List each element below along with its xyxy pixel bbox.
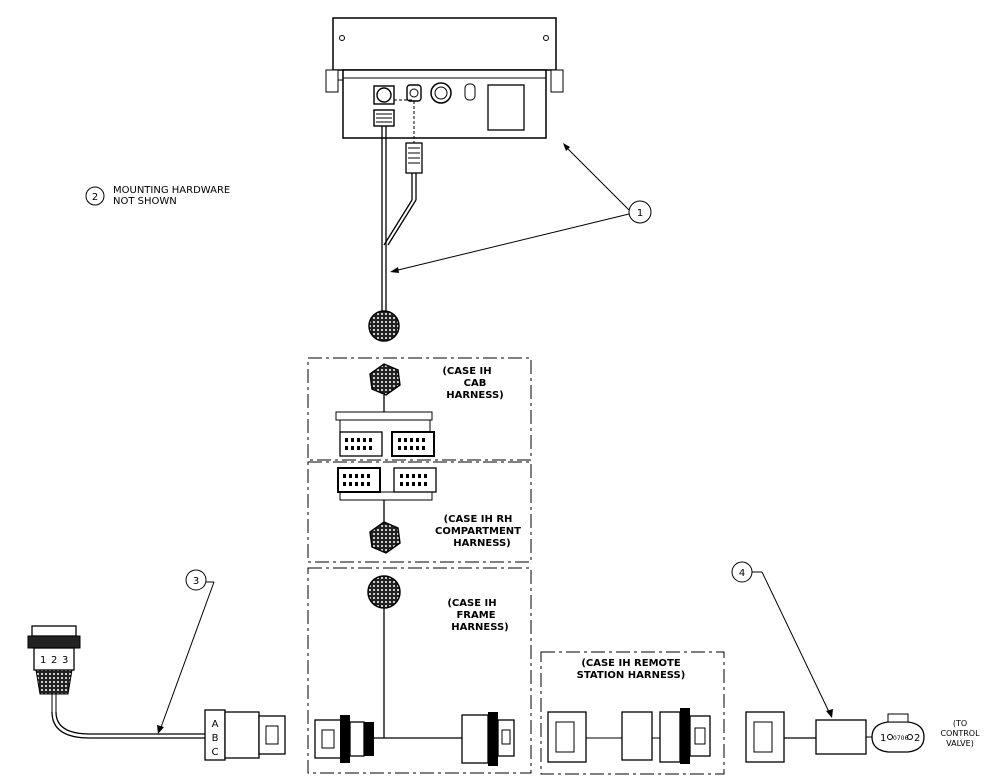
valve-pin-2: 2	[914, 733, 920, 744]
callout-2-label: 2	[92, 192, 98, 203]
control-valve-label-2: CONTROL	[940, 729, 980, 738]
cable-pin-1: 1	[40, 655, 46, 666]
rh-label-2: COMPARTMENT	[435, 526, 521, 537]
remote-station-harness-box: (CASE IH REMOTE STATION HARNESS)	[540, 651, 725, 775]
callout-4-label: 4	[739, 568, 745, 579]
frame-label-3: HARNESS)	[451, 622, 509, 633]
callout-1-label: 1	[637, 208, 643, 219]
callout-1: 1	[390, 143, 652, 273]
callout-4: 4	[731, 561, 833, 718]
rh-compartment-harness-box: (CASE IH RH COMPARTMENT HARNESS)	[307, 461, 532, 563]
frame-label-2: FRAME	[456, 610, 495, 621]
note-not-shown: NOT SHOWN	[113, 196, 177, 207]
console-cable	[381, 126, 423, 312]
rh-label-1: (CASE IH RH	[444, 514, 513, 525]
connector-pin-b: B	[212, 733, 219, 744]
round-connector	[368, 310, 400, 342]
cable-pin-2: 2	[51, 655, 57, 666]
monitor-console	[325, 17, 564, 145]
remote-label-1: (CASE IH REMOTE	[581, 658, 681, 669]
remote-label-2: STATION HARNESS)	[577, 670, 686, 681]
frame-harness-box: (CASE IH FRAME HARNESS)	[307, 567, 532, 774]
callout-3: 3	[157, 569, 215, 734]
sensor-cable-left: 1 2 3 A B C	[27, 625, 286, 761]
cable-pin-3: 3	[62, 655, 68, 666]
cab-label-2: CAB	[464, 378, 487, 389]
control-valve-label-3: VALVE)	[946, 739, 974, 748]
control-valve-label-1: (TO	[953, 719, 967, 728]
valve-pin-1: 1	[880, 733, 886, 744]
callout-2: 2 MOUNTING HARDWARE NOT SHOWN	[85, 185, 230, 207]
connector-pin-c: C	[212, 747, 219, 758]
connector-pin-a: A	[212, 719, 219, 730]
frame-label-1: (CASE IH	[447, 598, 496, 609]
note-mounting-hardware: MOUNTING HARDWARE	[113, 185, 230, 196]
valve-code: 0706	[893, 735, 908, 742]
valve-cable-right: 1 0706 2 (TO CONTROL VALVE)	[745, 711, 980, 763]
cab-label-3: HARNESS)	[446, 390, 504, 401]
cab-label-1: (CASE IH	[442, 366, 491, 377]
callout-3-label: 3	[193, 576, 199, 587]
rh-label-3: HARNESS)	[453, 538, 511, 549]
cab-harness-box: (CASE IH CAB HARNESS)	[307, 357, 532, 461]
